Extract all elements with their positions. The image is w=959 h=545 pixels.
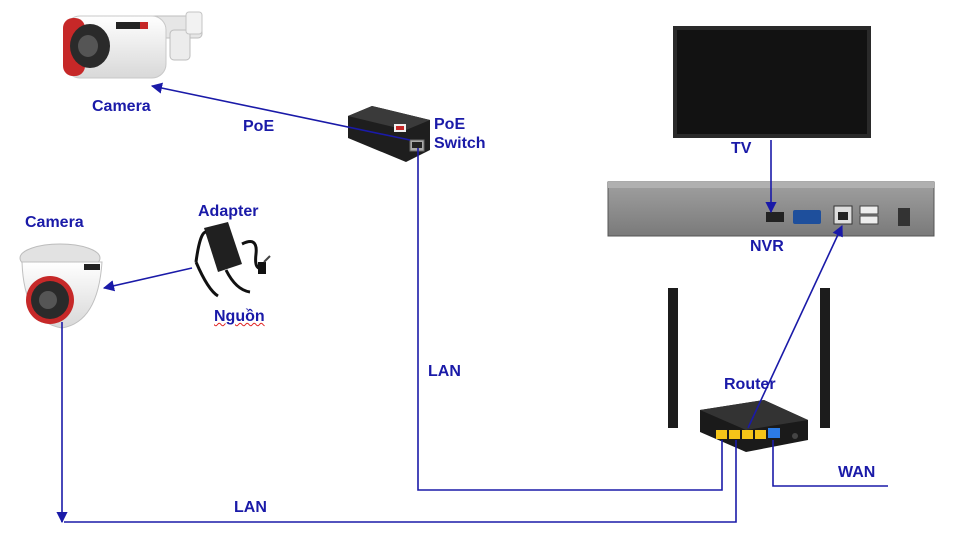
poe-to-camera-wire (150, 82, 411, 141)
poe-label: PoE (243, 118, 275, 135)
poe-switch-label-line1: PoE (434, 116, 466, 133)
poe-switch-label-line2: Switch (434, 135, 486, 152)
power-adapter-icon (194, 222, 271, 298)
router-to-dome-lan-wire (64, 440, 737, 523)
adapter-label: Adapter (198, 203, 259, 220)
poe-switch-lan-wire (417, 148, 723, 491)
lan-bottom-label: LAN (234, 499, 267, 516)
wan-label: WAN (838, 464, 876, 481)
wan-wire (772, 440, 888, 487)
power-label: Nguồn (214, 308, 265, 325)
bullet-camera-icon (63, 11, 203, 79)
router-label: Router (724, 376, 776, 393)
router-icon (668, 288, 830, 452)
tv-label: TV (731, 140, 752, 157)
nvr-label: NVR (750, 238, 784, 255)
dome-camera-icon (19, 243, 103, 329)
router-to-nvr-wire (747, 224, 843, 429)
tv-icon (673, 26, 871, 138)
adapter-to-dome-camera-wire (102, 267, 193, 292)
camera-left-label: Camera (25, 214, 84, 231)
camera-top-label: Camera (92, 98, 151, 115)
poe-switch-icon (348, 106, 430, 162)
lan-vertical-label: LAN (428, 363, 461, 380)
wires (56, 82, 888, 524)
